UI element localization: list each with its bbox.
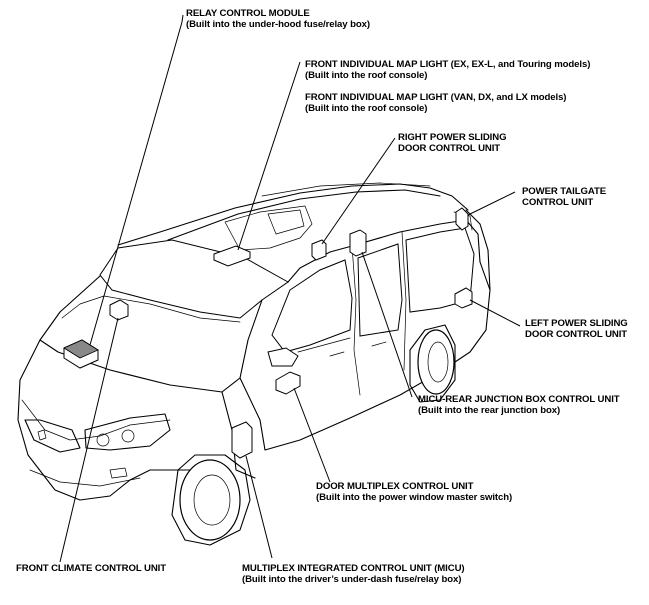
leader-lines [59,14,521,563]
label-power-tailgate: POWER TAILGATE CONTROL UNIT [522,186,606,208]
label-relay-title: RELAY CONTROL MODULE [186,8,310,19]
leader-right-sliding [321,137,396,245]
label-right-sliding-line2: DOOR CONTROL UNIT [398,143,501,154]
label-relay-sub: (Built into the under-hood fuse/relay bo… [186,19,370,30]
label-tailgate-line1: POWER TAILGATE [522,186,607,197]
label-micu-rear: MICU-REAR JUNCTION BOX CONTROL UNIT (Bui… [418,394,620,416]
label-micu: MULTIPLEX INTEGRATED CONTROL UNIT (MICU)… [242,563,465,585]
leader-relay [89,14,184,346]
label-map-van-title: FRONT INDIVIDUAL MAP LIGHT (VAN, DX, and… [305,92,567,103]
label-map-light-van: FRONT INDIVIDUAL MAP LIGHT (VAN, DX, and… [305,92,567,114]
label-map-light-ex: FRONT INDIVIDUAL MAP LIGHT (EX, EX-L, an… [305,59,590,81]
leader-micu-rear [361,251,413,398]
label-door-mpx-sub: (Built into the power window master swit… [316,492,513,503]
leader-map-light [237,61,301,251]
label-tailgate-line2: CONTROL UNIT [522,197,594,208]
door-multiplex-box [275,371,301,395]
minivan-body [17,182,491,546]
label-micu-rear-title: MICU-REAR JUNCTION BOX CONTROL UNIT [418,394,620,405]
label-door-mpx-title: DOOR MULTIPLEX CONTROL UNIT [316,481,474,492]
front-climate-control-box [109,299,129,321]
label-right-sliding-door: RIGHT POWER SLIDING DOOR CONTROL UNIT [398,132,507,154]
leader-door-mpx [293,387,331,483]
label-map-van-sub: (Built into the roof console) [305,103,428,114]
micu-rear-junction-box [349,229,367,257]
label-left-sliding-line1: LEFT POWER SLIDING [525,318,628,329]
label-map-ex-title: FRONT INDIVIDUAL MAP LIGHT (EX, EX-L, an… [305,59,591,70]
leader-climate [59,317,119,563]
label-door-multiplex: DOOR MULTIPLEX CONTROL UNIT (Built into … [316,481,512,503]
right-sliding-door-box [311,239,327,261]
leader-left-sliding [469,299,521,327]
micu-box [231,421,253,459]
label-micu-rear-sub: (Built into the rear junction box) [418,405,561,416]
label-micu-sub: (Built into the driver’s under-dash fuse… [242,574,462,585]
map-light-box [213,245,251,267]
label-micu-title: MULTIPLEX INTEGRATED CONTROL UNIT (MICU) [242,563,465,574]
leader-tailgate [467,191,516,216]
label-left-sliding-line2: DOOR CONTROL UNIT [525,329,628,340]
tailgate-control-box [455,207,469,231]
label-relay-control-module: RELAY CONTROL MODULE (Built into the und… [186,8,370,30]
label-map-ex-sub: (Built into the roof console) [305,70,428,81]
left-sliding-door-box [454,287,473,309]
label-right-sliding-line1: RIGHT POWER SLIDING [398,132,507,143]
label-left-sliding-door: LEFT POWER SLIDING DOOR CONTROL UNIT [525,318,628,340]
leader-micu [245,455,273,559]
label-front-climate: FRONT CLIMATE CONTROL UNIT [16,563,166,574]
label-climate-title: FRONT CLIMATE CONTROL UNIT [16,563,166,574]
